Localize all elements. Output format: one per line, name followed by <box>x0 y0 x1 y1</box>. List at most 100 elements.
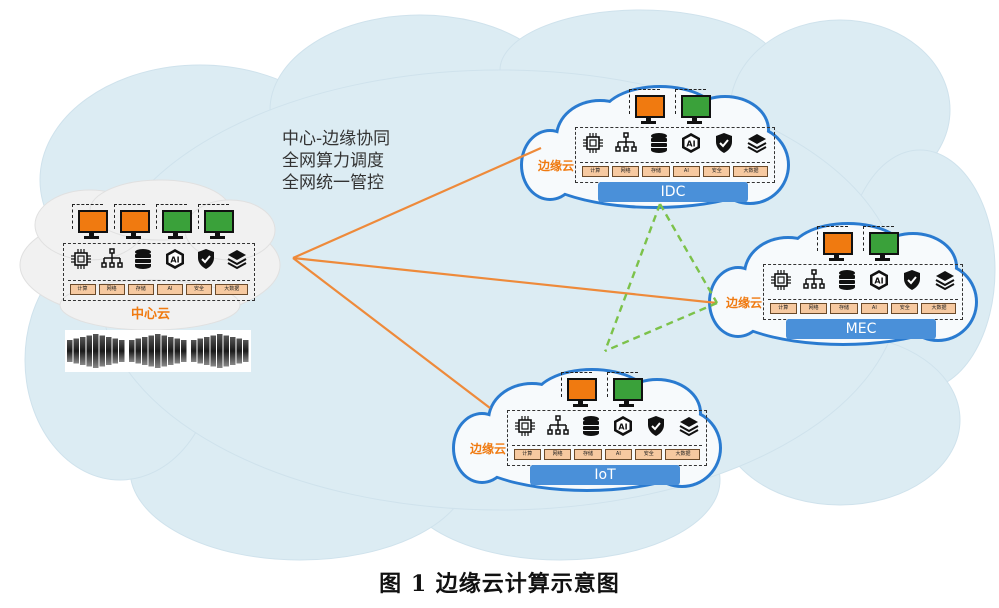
server-rack <box>161 335 167 367</box>
slogan-line: 全网算力调度 <box>282 151 384 171</box>
monitor-icon <box>114 204 150 240</box>
server-rack <box>210 335 216 367</box>
idc-to-iot-peer-link <box>603 203 662 352</box>
service-label: AI <box>860 303 889 314</box>
server-rack <box>174 338 180 364</box>
server-rack <box>181 340 187 362</box>
service-label: 计算 <box>69 284 96 295</box>
service-label: 大数据 <box>665 449 701 460</box>
cpu-chip-icon <box>770 269 792 291</box>
network-topology-icon <box>101 248 123 270</box>
server-rack <box>80 337 86 365</box>
server-rack <box>148 335 154 367</box>
service-label: 网络 <box>98 284 125 295</box>
server-rack <box>204 337 210 365</box>
service-label: 安全 <box>891 303 919 314</box>
stacked-layers-data-icon <box>678 415 700 437</box>
server-rack <box>230 337 236 365</box>
edge-monitors <box>629 89 711 125</box>
svg-text:AI: AI <box>875 277 884 286</box>
slogan-line: 全网统一管控 <box>282 173 384 193</box>
database-storage-icon <box>132 248 154 270</box>
service-label: 大数据 <box>733 166 769 177</box>
server-rack <box>236 338 242 364</box>
center-monitors <box>72 204 234 240</box>
service-label: 网络 <box>611 166 640 177</box>
monitor-icon <box>198 204 234 240</box>
service-label: 安全 <box>186 284 213 295</box>
service-label: 安全 <box>635 449 663 460</box>
server-rack <box>106 337 112 365</box>
server-rack <box>93 334 99 368</box>
monitor-icon <box>607 372 643 408</box>
service-label: 网络 <box>799 303 828 314</box>
server-rack <box>86 335 92 367</box>
service-label: 存储 <box>127 284 154 295</box>
edge-type-label-idc: IDC <box>598 182 748 202</box>
server-rack <box>155 334 161 368</box>
server-rack <box>223 335 229 367</box>
service-icons: AI <box>70 248 248 270</box>
service-icons: AI <box>770 269 956 291</box>
server-rack <box>67 340 73 362</box>
service-label: 存储 <box>574 449 602 460</box>
edge-monitors <box>817 226 899 262</box>
security-shield-check-icon <box>195 248 217 270</box>
service-icons: AI <box>514 415 700 437</box>
slogan-line: 中心-边缘协同 <box>282 129 391 149</box>
server-rack <box>99 335 105 367</box>
security-shield-check-icon <box>713 132 735 154</box>
service-label: 存储 <box>642 166 670 177</box>
monitor-icon <box>817 226 853 262</box>
security-shield-check-icon <box>901 269 923 291</box>
server-rack <box>217 334 223 368</box>
monitor-icon <box>561 372 597 408</box>
service-label: AI <box>604 449 633 460</box>
edge-cloud-tag: 边缘云 <box>470 442 507 456</box>
service-label: 大数据 <box>921 303 957 314</box>
stacked-layers-data-icon <box>746 132 768 154</box>
ai-hexagon-icon: AI <box>868 269 890 291</box>
server-rack <box>129 340 135 362</box>
database-storage-icon <box>580 415 602 437</box>
stacked-layers-data-icon <box>934 269 956 291</box>
center-to-iot-link <box>292 257 491 409</box>
figure-caption: 图 1 边缘云计算示意图 <box>379 571 620 597</box>
ai-hexagon-icon: AI <box>164 248 186 270</box>
service-label: 存储 <box>830 303 858 314</box>
cpu-chip-icon <box>582 132 604 154</box>
edge-monitors <box>561 372 643 408</box>
server-rack <box>191 340 197 362</box>
server-rack <box>112 338 118 364</box>
network-topology-icon <box>803 269 825 291</box>
center-cloud-label: 中心云 <box>131 307 171 322</box>
slogan-text: 中心-边缘协同 全网算力调度 全网统一管控 <box>282 128 390 194</box>
ai-hexagon-icon: AI <box>680 132 702 154</box>
service-label: AI <box>672 166 701 177</box>
server-rack <box>142 337 148 365</box>
edge-cloud-tag: 边缘云 <box>726 296 763 310</box>
service-label: 计算 <box>513 449 541 460</box>
cpu-chip-icon <box>514 415 536 437</box>
service-label: 计算 <box>581 166 609 177</box>
database-storage-icon <box>836 269 858 291</box>
center-to-idc-link <box>292 146 542 260</box>
server-rack <box>119 340 125 362</box>
server-rack <box>73 338 79 364</box>
security-shield-check-icon <box>645 415 667 437</box>
network-topology-icon <box>615 132 637 154</box>
monitor-icon <box>156 204 192 240</box>
network-topology-icon <box>547 415 569 437</box>
ai-hexagon-icon: AI <box>612 415 634 437</box>
database-storage-icon <box>648 132 670 154</box>
monitor-icon <box>629 89 665 125</box>
server-rack <box>168 337 174 365</box>
